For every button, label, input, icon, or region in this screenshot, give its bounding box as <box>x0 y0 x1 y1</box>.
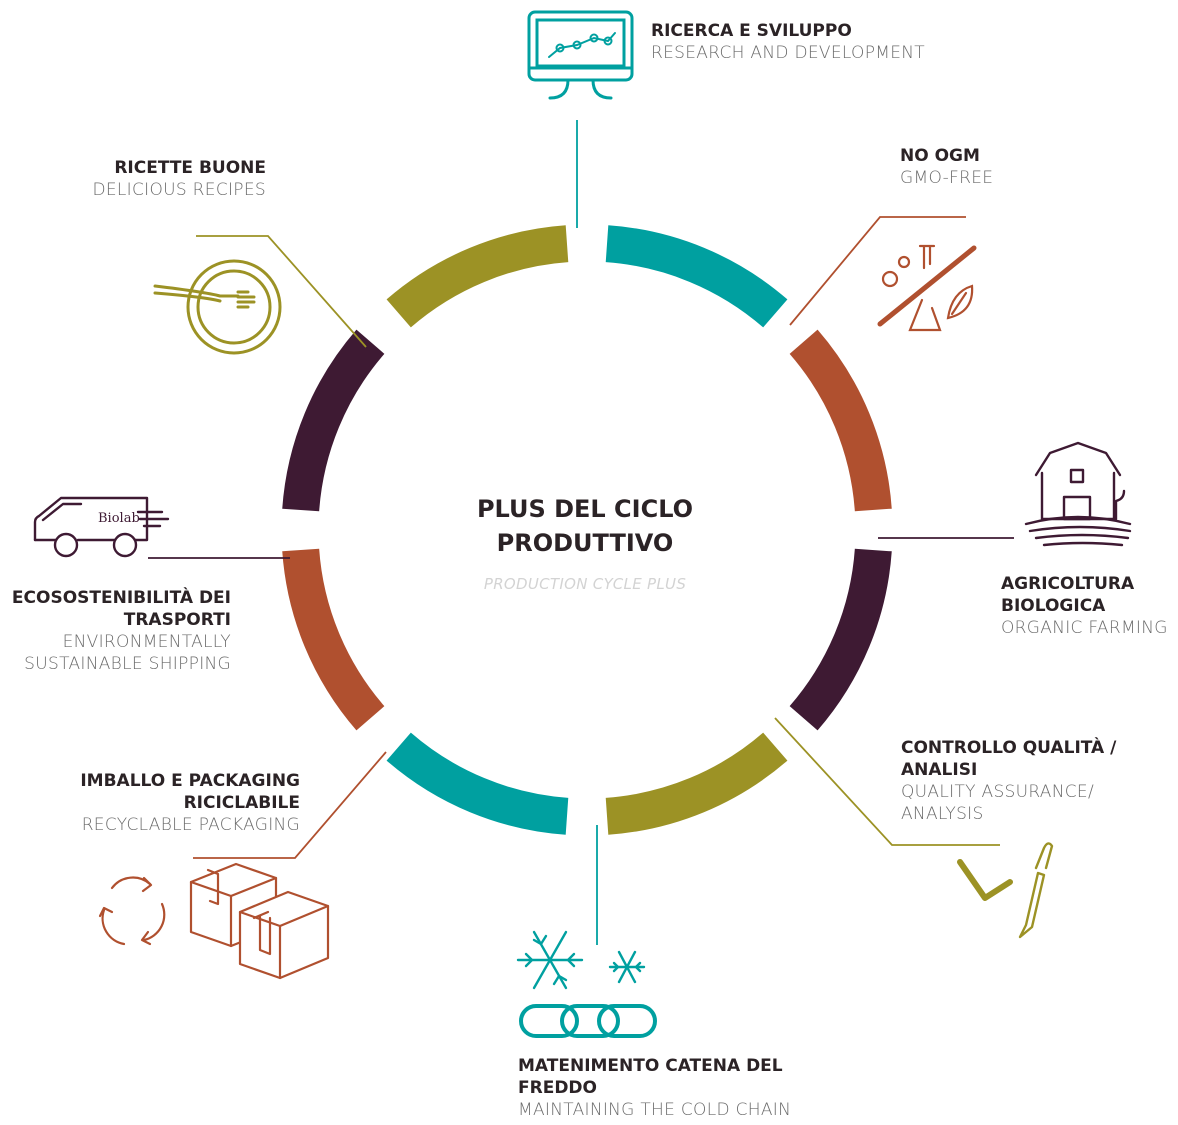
monitor-chart-icon <box>527 10 634 100</box>
label-trasporti: ECOSOSTENIBILITÀ DEI TRASPORTI ENVIRONME… <box>6 587 231 675</box>
connector-controllo <box>774 717 1000 846</box>
label-agricoltura-en: ORGANIC FARMING <box>1001 618 1168 638</box>
delivery-van-icon: Biolab <box>33 496 170 558</box>
label-no-ogm: NO OGM GMO-FREE <box>900 145 1100 189</box>
van-logo-text: Biolab <box>98 511 140 526</box>
connector-ricette <box>196 235 367 348</box>
ring-segment-4 <box>605 732 788 835</box>
recycle-boxes-icon <box>98 862 330 980</box>
label-agricoltura-it: AGRICOLTURA BIOLOGICA <box>1001 574 1135 616</box>
ring-segment-2 <box>789 329 892 512</box>
label-ricerca-it: RICERCA E SVILUPPO <box>651 21 852 41</box>
connector-no-ogm <box>789 216 966 326</box>
label-imballo-it: IMBALLO E PACKAGING RICICLABILE <box>80 771 300 813</box>
ring-segment-5 <box>386 732 569 835</box>
ring-segment-6 <box>282 548 385 731</box>
label-imballo: IMBALLO E PACKAGING RICICLABILE RECYCLAB… <box>60 770 300 836</box>
center-title: PLUS DEL CICLO PRODUTTIVO <box>476 495 694 557</box>
pipette-check-icon <box>957 842 1054 939</box>
connector-imballo <box>193 751 387 859</box>
label-ricette-en: DELICIOUS RECIPES <box>92 180 266 200</box>
label-imballo-en: RECYCLABLE PACKAGING <box>81 815 300 835</box>
label-ricette-it: RICETTE BUONE <box>114 158 266 178</box>
ring-segment-1 <box>605 225 788 328</box>
plate-fork-icon <box>153 259 282 355</box>
center-subtitle: PRODUCTION CYCLE PLUS <box>483 575 687 593</box>
flask-leaf-icon <box>877 244 977 332</box>
label-controllo-en: QUALITY ASSURANCE/ ANALYSIS <box>901 782 1094 824</box>
ring-segment-8 <box>386 225 569 328</box>
ring-segment-3 <box>789 548 892 731</box>
label-controllo-it: CONTROLLO QUALITÀ / ANALISI <box>901 738 1117 780</box>
label-freddo-it: MATENIMENTO CATENA DEL FREDDO <box>518 1056 783 1098</box>
label-ricerca: RICERCA E SVILUPPO RESEARCH AND DEVELOPM… <box>651 20 981 64</box>
label-freddo-en: MAINTAINING THE COLD CHAIN <box>518 1100 792 1120</box>
label-trasporti-it: ECOSOSTENIBILITÀ DEI TRASPORTI <box>11 588 231 630</box>
connector-lines <box>148 120 1014 945</box>
label-controllo: CONTROLLO QUALITÀ / ANALISI QUALITY ASSU… <box>901 737 1131 825</box>
label-freddo: MATENIMENTO CATENA DEL FREDDO MAINTAININ… <box>518 1055 808 1121</box>
label-no-ogm-en: GMO-FREE <box>900 168 994 188</box>
cycle-ring <box>282 225 892 835</box>
barn-icon <box>1024 441 1132 547</box>
ring-segment-7 <box>282 329 385 512</box>
label-trasporti-en: ENVIRONMENTALLY SUSTAINABLE SHIPPING <box>24 632 231 674</box>
label-no-ogm-it: NO OGM <box>900 146 980 166</box>
snowflake-chain-icon <box>516 930 657 1038</box>
label-ricette: RICETTE BUONE DELICIOUS RECIPES <box>66 157 266 201</box>
label-ricerca-en: RESEARCH AND DEVELOPMENT <box>651 43 925 63</box>
label-agricoltura: AGRICOLTURA BIOLOGICA ORGANIC FARMING <box>1001 573 1177 639</box>
